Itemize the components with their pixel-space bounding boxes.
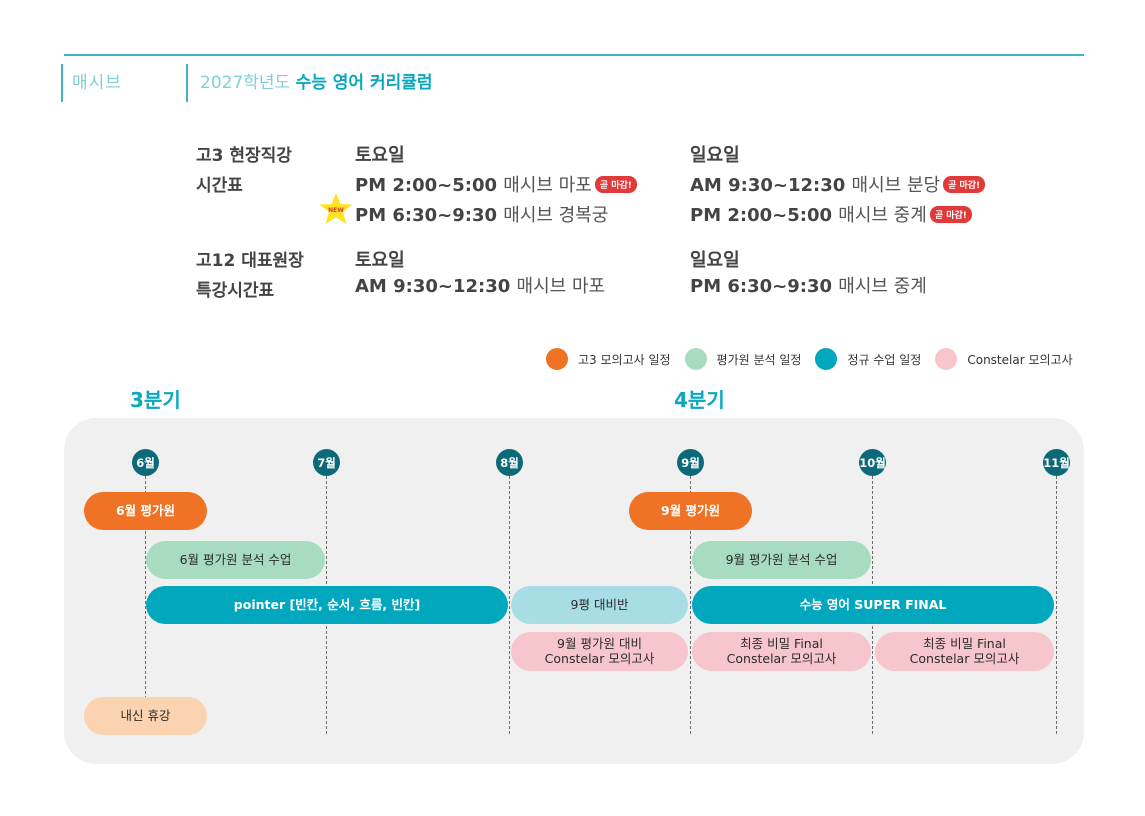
time: AM 9:30~12:30 bbox=[690, 175, 846, 196]
legend-item: Constelar 모의고사 bbox=[935, 348, 1073, 370]
school-exam-break-bar: 내신 휴강 bbox=[84, 697, 207, 735]
g12-sun-heading: 일요일 bbox=[690, 250, 740, 271]
september-mock-exam-bar: 9월 평가원 bbox=[629, 492, 752, 530]
page-title: 2027학년도 수능 영어 커리큘럼 bbox=[200, 68, 433, 93]
g3-sat-row-2: PM 6:30~9:30 매시브 경복궁 bbox=[355, 201, 608, 227]
june-mock-exam-bar: 6월 평가원 bbox=[84, 492, 207, 530]
new-star-icon: NEW bbox=[319, 193, 353, 224]
month-marker-10: 10월 bbox=[859, 449, 886, 476]
month-gridline bbox=[145, 476, 146, 734]
legend-item: 고3 모의고사 일정 bbox=[546, 348, 671, 370]
g3-sat-heading: 토요일 bbox=[355, 145, 405, 166]
g12-label-line1: 고12 대표원장 bbox=[196, 251, 304, 271]
location: 매시브 마포 bbox=[503, 175, 592, 196]
constelar-mock-exam-bar: 9월 평가원 대비 Constelar 모의고사 bbox=[511, 632, 688, 671]
g12-sat-heading: 토요일 bbox=[355, 250, 405, 271]
location: 매시브 중계 bbox=[838, 276, 927, 297]
quarter-4-heading: 4분기 bbox=[674, 388, 725, 412]
legend-swatch bbox=[546, 348, 568, 370]
constelar-final-exam-bar: 최종 비밀 Final Constelar 모의고사 bbox=[692, 632, 871, 671]
g12-label-line2: 특강시간표 bbox=[196, 281, 275, 301]
location: 매시브 마포 bbox=[516, 276, 606, 297]
super-final-course-bar: 수능 영어 SUPER FINAL bbox=[692, 586, 1054, 624]
time: PM 6:30~9:30 bbox=[690, 276, 832, 297]
top-divider bbox=[64, 54, 1084, 56]
constelar-final-exam-bar: 최종 비밀 Final Constelar 모의고사 bbox=[875, 632, 1054, 671]
location: 매시브 경복궁 bbox=[503, 205, 609, 226]
legend-label: Constelar 모의고사 bbox=[967, 352, 1073, 367]
legend-swatch bbox=[815, 348, 838, 370]
g3-label-line1: 고3 현장직강 bbox=[196, 146, 292, 166]
month-gridline bbox=[509, 476, 510, 734]
pointer-course-bar: pointer [빈칸, 순서, 흐름, 빈칸] bbox=[146, 586, 508, 624]
legend-label: 평가원 분석 일정 bbox=[716, 352, 802, 367]
new-label: NEW bbox=[328, 207, 344, 214]
month-gridline bbox=[690, 476, 691, 734]
legend-swatch bbox=[684, 348, 707, 370]
quarter-3-heading: 3분기 bbox=[130, 388, 181, 412]
legend: 고3 모의고사 일정 평가원 분석 일정 정규 수업 일정 Constelar … bbox=[546, 348, 1087, 370]
time: PM 2:00~5:00 bbox=[355, 175, 497, 196]
g12-sun-row: PM 6:30~9:30 매시브 중계 bbox=[690, 272, 927, 298]
g12-sat-row: AM 9:30~12:30 매시브 마포 bbox=[355, 272, 605, 298]
legend-label: 정규 수업 일정 bbox=[847, 352, 922, 367]
month-marker-7: 7월 bbox=[313, 449, 340, 476]
month-marker-6: 6월 bbox=[132, 449, 159, 476]
time: PM 6:30~9:30 bbox=[355, 205, 497, 226]
legend-swatch bbox=[935, 348, 958, 370]
time: PM 2:00~5:00 bbox=[690, 205, 832, 226]
location: 매시브 분당 bbox=[851, 175, 941, 196]
closing-soon-badge: 곧 마감! bbox=[594, 175, 637, 193]
month-marker-11: 11월 bbox=[1043, 449, 1070, 476]
g3-sun-heading: 일요일 bbox=[690, 145, 740, 166]
title-main: 수능 영어 커리큘럼 bbox=[295, 73, 433, 93]
closing-soon-badge: 곧 마감! bbox=[929, 205, 972, 223]
month-gridline bbox=[1056, 476, 1057, 734]
legend-label: 고3 모의고사 일정 bbox=[578, 352, 671, 367]
time: AM 9:30~12:30 bbox=[355, 276, 511, 297]
title-divider bbox=[186, 64, 188, 102]
june-analysis-class-bar: 6월 평가원 분석 수업 bbox=[146, 541, 325, 579]
month-marker-8: 8월 bbox=[496, 449, 523, 476]
month-marker-9: 9월 bbox=[677, 449, 704, 476]
closing-soon-badge: 곧 마감! bbox=[943, 175, 986, 193]
location: 매시브 중계 bbox=[838, 205, 927, 226]
title-year: 2027학년도 bbox=[200, 73, 291, 93]
sept-prep-class-bar: 9평 대비반 bbox=[511, 586, 688, 624]
brand-divider bbox=[61, 64, 63, 102]
g3-label-line2: 시간표 bbox=[196, 176, 243, 196]
legend-item: 정규 수업 일정 bbox=[815, 348, 921, 370]
legend-item: 평가원 분석 일정 bbox=[684, 348, 802, 370]
brand-name: 매시브 bbox=[72, 73, 122, 93]
september-analysis-class-bar: 9월 평가원 분석 수업 bbox=[692, 541, 871, 579]
